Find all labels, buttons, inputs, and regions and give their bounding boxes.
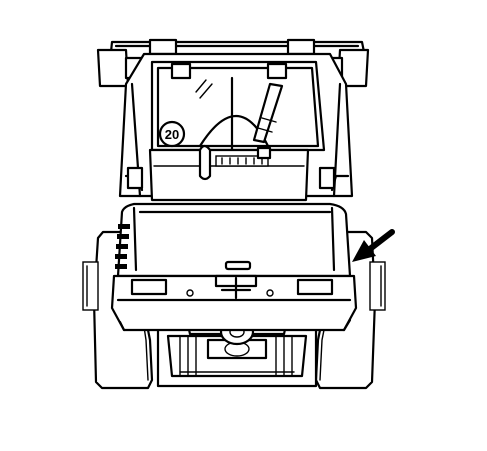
callout-arrow-icon	[352, 229, 395, 262]
rear-bumper	[110, 274, 358, 332]
cab	[96, 38, 370, 202]
engine-hood	[115, 202, 352, 278]
speed-badge: 20	[158, 120, 186, 148]
speed-badge-text: 20	[165, 127, 179, 142]
